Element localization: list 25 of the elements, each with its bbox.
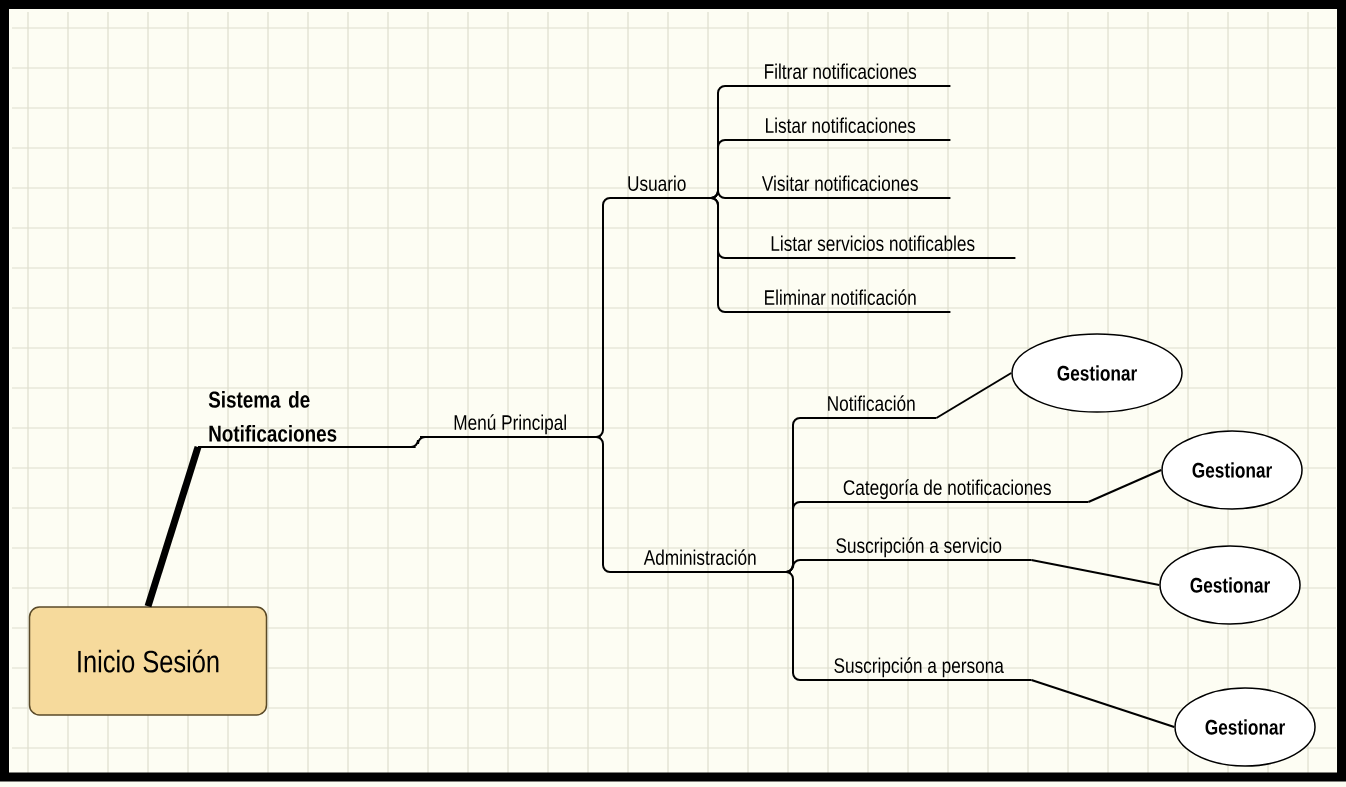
connector-line [935, 372, 1013, 419]
connector-line [1030, 559, 1161, 586]
underlined-topic: Administración [610, 549, 791, 574]
underlined-topic: Filtrar notificaciones [730, 63, 951, 88]
connector-line [410, 436, 426, 448]
underlined-topic: Suscripción a servicio [806, 537, 1032, 562]
underlined-topic: Usuario [613, 175, 701, 200]
underlined-topic: Categoría de notificaciones [806, 479, 1089, 504]
connector-line [595, 436, 611, 573]
underlined-topic: Visitar notificaciones [730, 175, 951, 200]
connector-line [1030, 679, 1176, 728]
connector-line [144, 445, 202, 608]
connector-line [785, 571, 807, 681]
underlined-topic: Suscripción a persona [806, 657, 1032, 682]
underlined-topic: Listar notificaciones [730, 117, 951, 142]
underlined-topic: Notificación [806, 395, 937, 420]
rounded-box: Inicio Sesión [28, 606, 268, 716]
underlined-topic: Listar servicios notificables [730, 235, 1016, 260]
connector-line [699, 197, 731, 313]
underlined-topic: Eliminar notificación [730, 289, 951, 314]
underlined-topic: Menú Principal [420, 414, 601, 439]
underlined-topic: Sistema de Notificaciones [198, 390, 416, 449]
connector-line [785, 559, 807, 573]
connector-line [595, 197, 614, 438]
connector-line [1087, 469, 1163, 503]
